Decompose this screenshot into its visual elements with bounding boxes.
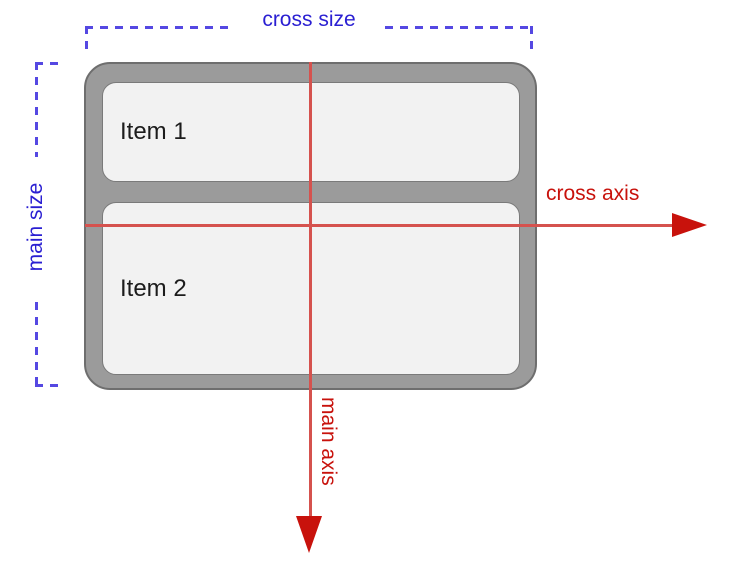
main-size-label: main size: [21, 157, 51, 297]
main-axis-line: [309, 62, 312, 517]
main-axis-arrowhead-icon: [296, 516, 322, 553]
main-axis-label: main axis: [317, 397, 340, 486]
flex-item-label: Item 2: [120, 274, 187, 302]
cross-size-bracket-tick-right: [530, 26, 533, 52]
cross-axis-arrowhead-icon: [672, 213, 707, 237]
flex-item-label: Item 1: [120, 118, 187, 145]
cross-axis-label: cross axis: [546, 182, 640, 205]
cross-size-bracket-tick-left: [85, 26, 88, 52]
cross-size-label: cross size: [234, 5, 384, 35]
main-size-bracket-tick-top: [35, 62, 65, 65]
cross-axis-line: [85, 224, 674, 227]
main-size-bracket-tick-bottom: [35, 384, 65, 387]
